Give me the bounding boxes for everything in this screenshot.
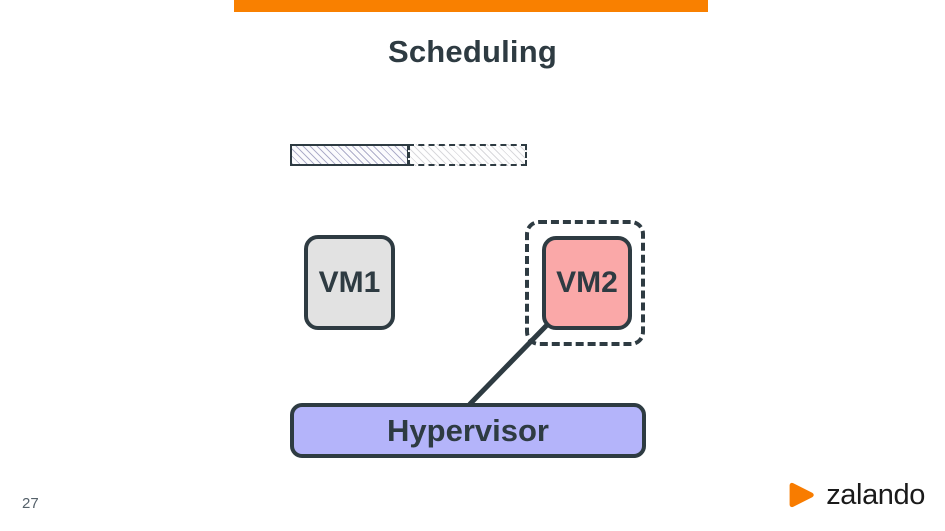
brand-logo: zalando [787, 475, 925, 515]
page-number: 27 [22, 495, 39, 512]
time-slice-used-segment [290, 144, 409, 166]
brand-wordmark: zalando [826, 479, 925, 511]
play-triangle-icon [789, 482, 814, 508]
page-title: Scheduling [387, 34, 558, 69]
cpu-time-slice-bar [290, 144, 527, 166]
node-hypervisor[interactable]: Hypervisor [290, 403, 646, 458]
time-slice-remaining-segment [408, 144, 527, 166]
node-vm2-selection-frame [525, 220, 645, 346]
top-accent-bar [234, 0, 708, 12]
node-vm1[interactable]: VM1 [304, 235, 395, 330]
node-vm2[interactable]: VM2 [542, 236, 632, 330]
